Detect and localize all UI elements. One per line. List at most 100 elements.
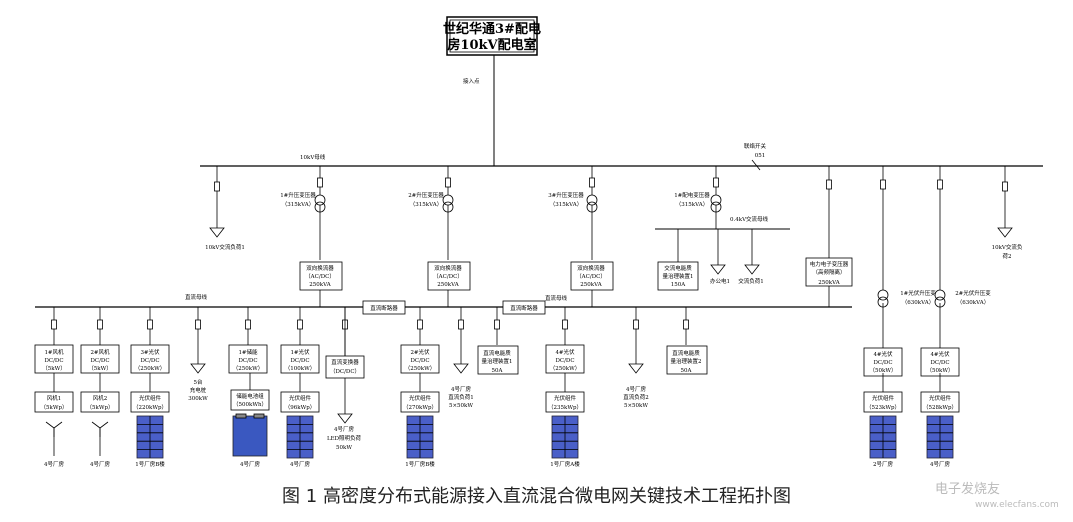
watermark-url: www.elecfans.com bbox=[975, 500, 1059, 510]
unit-7-l2: DC/DC bbox=[410, 358, 429, 364]
converter-2-cap: 250kVA bbox=[437, 282, 459, 288]
unit-10-l3: 50A bbox=[681, 368, 693, 374]
wind-turbine-icon bbox=[45, 421, 55, 429]
gen-6-l2: （270kWp） bbox=[403, 404, 437, 411]
switch-icon bbox=[826, 179, 832, 190]
breaker-2-label: 直流断路器 bbox=[510, 304, 538, 312]
load-arrow-icon bbox=[997, 227, 1013, 238]
gen-8-l1: 光伏组件 bbox=[872, 394, 895, 402]
unit-12-l1: 4#光伏 bbox=[930, 350, 950, 358]
unit-4-l2: DC/DC bbox=[238, 358, 257, 364]
load-arrow-icon bbox=[710, 264, 726, 275]
figure-caption: 图 1 高密度分布式能源接入直流混合微电网关键技术工程拓扑图 bbox=[282, 486, 791, 507]
unit-6-l2: （DC/DC） bbox=[330, 368, 360, 375]
transformer-3-cap: （315kVA） bbox=[550, 201, 582, 208]
converter-3-type: （AC/DC） bbox=[576, 273, 606, 280]
gen-4-l1: 储能电池组 bbox=[236, 392, 264, 400]
generator-box bbox=[230, 389, 270, 411]
load-10kv-2-line2: 荷2 bbox=[1003, 252, 1012, 260]
switch-icon bbox=[458, 319, 464, 330]
converter-1-name: 双向换流器 bbox=[306, 264, 334, 272]
unit-1-l3: （5kW） bbox=[42, 365, 66, 372]
power-transformer-line1: 电力电子变压器 bbox=[810, 260, 849, 268]
pv-step-2-cap: （630kVA） bbox=[957, 299, 989, 306]
switch-icon bbox=[633, 319, 639, 330]
load-arrow-icon bbox=[337, 413, 353, 424]
switch-icon bbox=[445, 177, 451, 188]
switch-icon bbox=[147, 319, 153, 330]
converter-3-cap: 250kVA bbox=[580, 282, 602, 288]
gen-1-l1: 风机1 bbox=[47, 394, 62, 402]
unit-2-l1: 2#风机 bbox=[90, 348, 110, 356]
gen-2-l1: 风机2 bbox=[93, 394, 108, 402]
contact-switch-icon bbox=[751, 159, 761, 171]
wind-turbine-icon bbox=[99, 421, 109, 429]
location-2: 4号厂房 bbox=[90, 460, 110, 468]
ac-load-1-label: 交流负荷1 bbox=[738, 277, 764, 285]
unit-1-l1: 1#风机 bbox=[44, 348, 64, 356]
unit-9-l3: （250kW） bbox=[550, 365, 580, 372]
gen-3-l2: （220kWp） bbox=[133, 404, 167, 411]
ac-charger-line1: 交流电能质 bbox=[664, 264, 692, 272]
switch-icon bbox=[51, 319, 57, 330]
generator-box bbox=[34, 391, 74, 413]
gen-9-l1: 光伏组件 bbox=[929, 394, 952, 402]
dc-load-2-l3: 50kW bbox=[336, 445, 352, 451]
converter-3-name: 双向换流器 bbox=[577, 264, 605, 272]
dc-load-3-l2: 直流负荷1 bbox=[448, 393, 474, 401]
switch-icon bbox=[713, 177, 719, 188]
switch-icon bbox=[97, 319, 103, 330]
gen-3-l1: 光伏组件 bbox=[139, 394, 162, 402]
transformer-2-name: 2#升压变压器 bbox=[408, 191, 444, 199]
gen-2-l2: （5kWp） bbox=[86, 404, 113, 411]
unit-11-l3: （50kW） bbox=[870, 367, 897, 374]
dc-load-1-l3: 300kW bbox=[188, 396, 208, 402]
switch-icon bbox=[245, 319, 251, 330]
gen-4-l2: （500kWh） bbox=[233, 401, 267, 408]
converter-1-type: （AC/DC） bbox=[305, 273, 335, 280]
location-6: 1号厂房B楼 bbox=[405, 460, 435, 468]
dc-bus-label-2: 直流母线 bbox=[545, 294, 568, 302]
transformer-3-name: 3#升压变压器 bbox=[548, 191, 584, 199]
station-title-line1: 世纪华通3#配电 bbox=[443, 21, 541, 37]
dc-load-4-l2: 直流负荷2 bbox=[623, 393, 649, 401]
switch-icon bbox=[683, 319, 689, 330]
dc-load-4-l3: 5×50kW bbox=[624, 403, 648, 409]
unit-11-l1: 4#光伏 bbox=[873, 350, 893, 358]
switch-icon bbox=[1002, 181, 1008, 192]
pv-step-2-name: 2#光伏升压变 bbox=[955, 289, 991, 297]
load-arrow-icon bbox=[453, 363, 469, 374]
gen-5-l2: （96kWp） bbox=[285, 404, 316, 411]
transformer-1-name: 1#升压变压器 bbox=[280, 191, 316, 199]
location-7: 1号厂房A楼 bbox=[550, 460, 580, 468]
dc-bus-label: 直流母线 bbox=[185, 293, 208, 301]
location-4: 4号厂房 bbox=[240, 460, 260, 468]
location-3: 1号厂房B楼 bbox=[135, 460, 165, 468]
dc-load-1-l2: 充电桩 bbox=[190, 386, 207, 394]
generator-box bbox=[130, 391, 170, 413]
dc-load-2-l2: LED照明负荷 bbox=[327, 434, 362, 442]
generator-box bbox=[400, 391, 440, 413]
battery-terminal bbox=[235, 413, 247, 419]
gen-7-l2: （235kWp） bbox=[548, 404, 582, 411]
transformer-2-cap: （315kVA） bbox=[410, 201, 442, 208]
breaker-box bbox=[362, 300, 406, 315]
breaker-box bbox=[502, 300, 546, 315]
switch-icon bbox=[880, 179, 886, 190]
unit-5-l2: DC/DC bbox=[290, 358, 309, 364]
gen-6-l1: 光伏组件 bbox=[409, 394, 432, 402]
access-point-label: 接入点 bbox=[463, 77, 480, 85]
power-transformer-line2: （高频隔离） bbox=[812, 268, 845, 276]
switch-icon bbox=[195, 319, 201, 330]
unit-8-l2: 量治理装置1 bbox=[482, 357, 513, 365]
location-1: 4号厂房 bbox=[44, 460, 64, 468]
ac-charger-line2: 量治理装置1 bbox=[663, 272, 694, 280]
unit-3-l2: DC/DC bbox=[140, 358, 159, 364]
gen-1-l2: （5kWp） bbox=[40, 404, 67, 411]
dc-load-3-l3: 5×50kW bbox=[449, 403, 473, 409]
unit-7-l3: （250kW） bbox=[405, 365, 435, 372]
dc-load-4-l1: 4号厂房 bbox=[626, 385, 646, 393]
unit-2-l2: DC/DC bbox=[90, 358, 109, 364]
switch-icon bbox=[317, 177, 323, 188]
unit-5-l1: 1#光伏 bbox=[290, 348, 310, 356]
